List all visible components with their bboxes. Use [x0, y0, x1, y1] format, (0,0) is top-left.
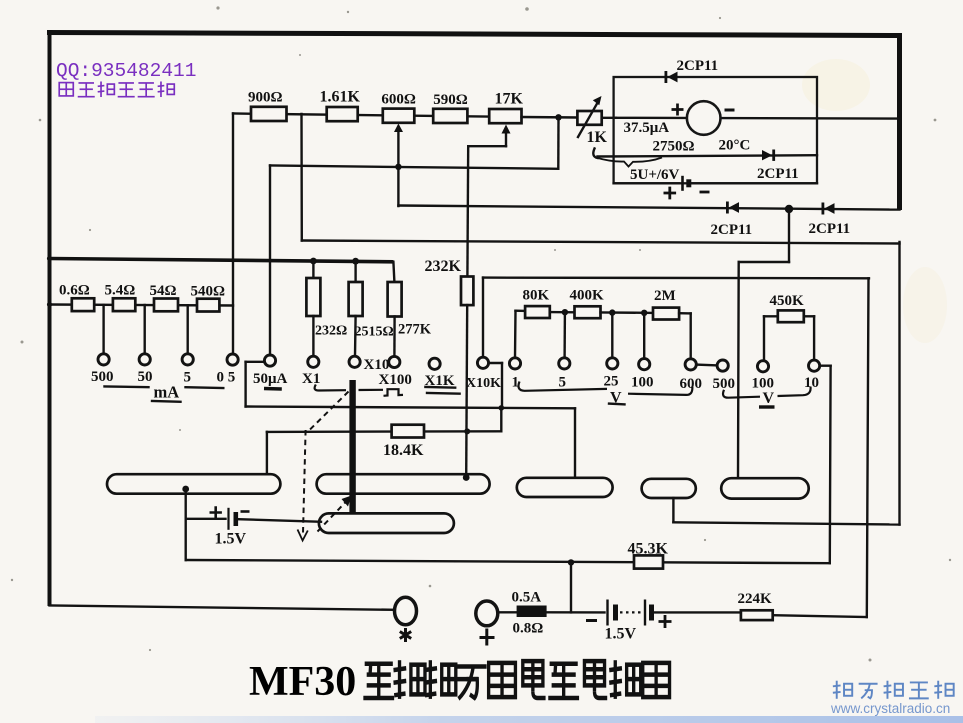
- svg-text:50μA: 50μA: [253, 371, 288, 387]
- svg-text:18.4K: 18.4K: [383, 442, 424, 459]
- svg-text:X1: X1: [302, 371, 320, 387]
- svg-text:500: 500: [713, 376, 736, 392]
- svg-text:50: 50: [138, 369, 153, 385]
- svg-text:0 5: 0 5: [217, 370, 236, 386]
- svg-text:5: 5: [184, 370, 192, 386]
- svg-text:1K: 1K: [587, 129, 608, 146]
- svg-text:mA: mA: [154, 383, 180, 402]
- svg-text:400K: 400K: [570, 288, 605, 304]
- svg-text:0.8Ω: 0.8Ω: [513, 621, 544, 637]
- svg-text:450K: 450K: [770, 293, 805, 309]
- svg-text:80K: 80K: [523, 288, 550, 304]
- svg-text:600Ω: 600Ω: [381, 92, 416, 108]
- svg-text:V: V: [610, 390, 622, 407]
- svg-text:2CP11: 2CP11: [757, 166, 799, 182]
- svg-text:37.5μA: 37.5μA: [624, 120, 670, 136]
- svg-text:17K: 17K: [495, 91, 524, 108]
- svg-text:590Ω: 590Ω: [433, 92, 468, 108]
- svg-text:900Ω: 900Ω: [248, 90, 283, 106]
- svg-text:277K: 277K: [398, 322, 432, 338]
- svg-text:5U+/6V: 5U+/6V: [630, 167, 680, 183]
- svg-text:500: 500: [91, 369, 114, 385]
- svg-text:20°C: 20°C: [719, 138, 751, 154]
- svg-text:224K: 224K: [738, 591, 773, 607]
- svg-text:www.crystalradio.cn: www.crystalradio.cn: [830, 701, 950, 716]
- svg-text:232K: 232K: [425, 258, 462, 275]
- svg-text:MF30: MF30: [249, 659, 356, 705]
- svg-text:2CP11: 2CP11: [711, 222, 753, 238]
- svg-text:V: V: [763, 390, 775, 407]
- svg-text:232Ω: 232Ω: [315, 324, 347, 339]
- svg-text:QQ:935482411: QQ:935482411: [56, 60, 196, 82]
- svg-text:2515Ω: 2515Ω: [355, 325, 394, 340]
- svg-text:100: 100: [631, 375, 654, 391]
- svg-text:25: 25: [604, 374, 619, 390]
- svg-text:1.5V: 1.5V: [215, 531, 247, 548]
- svg-text:X10K: X10K: [466, 376, 501, 391]
- svg-text:540Ω: 540Ω: [191, 284, 226, 300]
- svg-text:5.4Ω: 5.4Ω: [105, 283, 136, 299]
- svg-text:10: 10: [804, 375, 819, 391]
- svg-text:0.5A: 0.5A: [512, 590, 542, 606]
- svg-text:600: 600: [680, 376, 703, 392]
- svg-text:X1K: X1K: [425, 373, 455, 389]
- svg-text:2750Ω: 2750Ω: [653, 139, 695, 155]
- svg-text:1.5V: 1.5V: [605, 626, 637, 643]
- svg-text:X10: X10: [364, 357, 390, 373]
- svg-text:2M: 2M: [654, 288, 676, 304]
- svg-text:5: 5: [559, 375, 567, 391]
- svg-text:X100: X100: [379, 372, 412, 388]
- svg-text:54Ω: 54Ω: [150, 283, 177, 299]
- svg-text:0.6Ω: 0.6Ω: [59, 283, 90, 299]
- svg-text:2CP11: 2CP11: [809, 221, 851, 237]
- svg-text:1.61K: 1.61K: [320, 89, 361, 106]
- svg-text:2CP11: 2CP11: [677, 58, 719, 74]
- svg-text:1: 1: [512, 375, 520, 391]
- svg-text:100: 100: [752, 376, 775, 392]
- svg-text:45.3K: 45.3K: [628, 541, 669, 558]
